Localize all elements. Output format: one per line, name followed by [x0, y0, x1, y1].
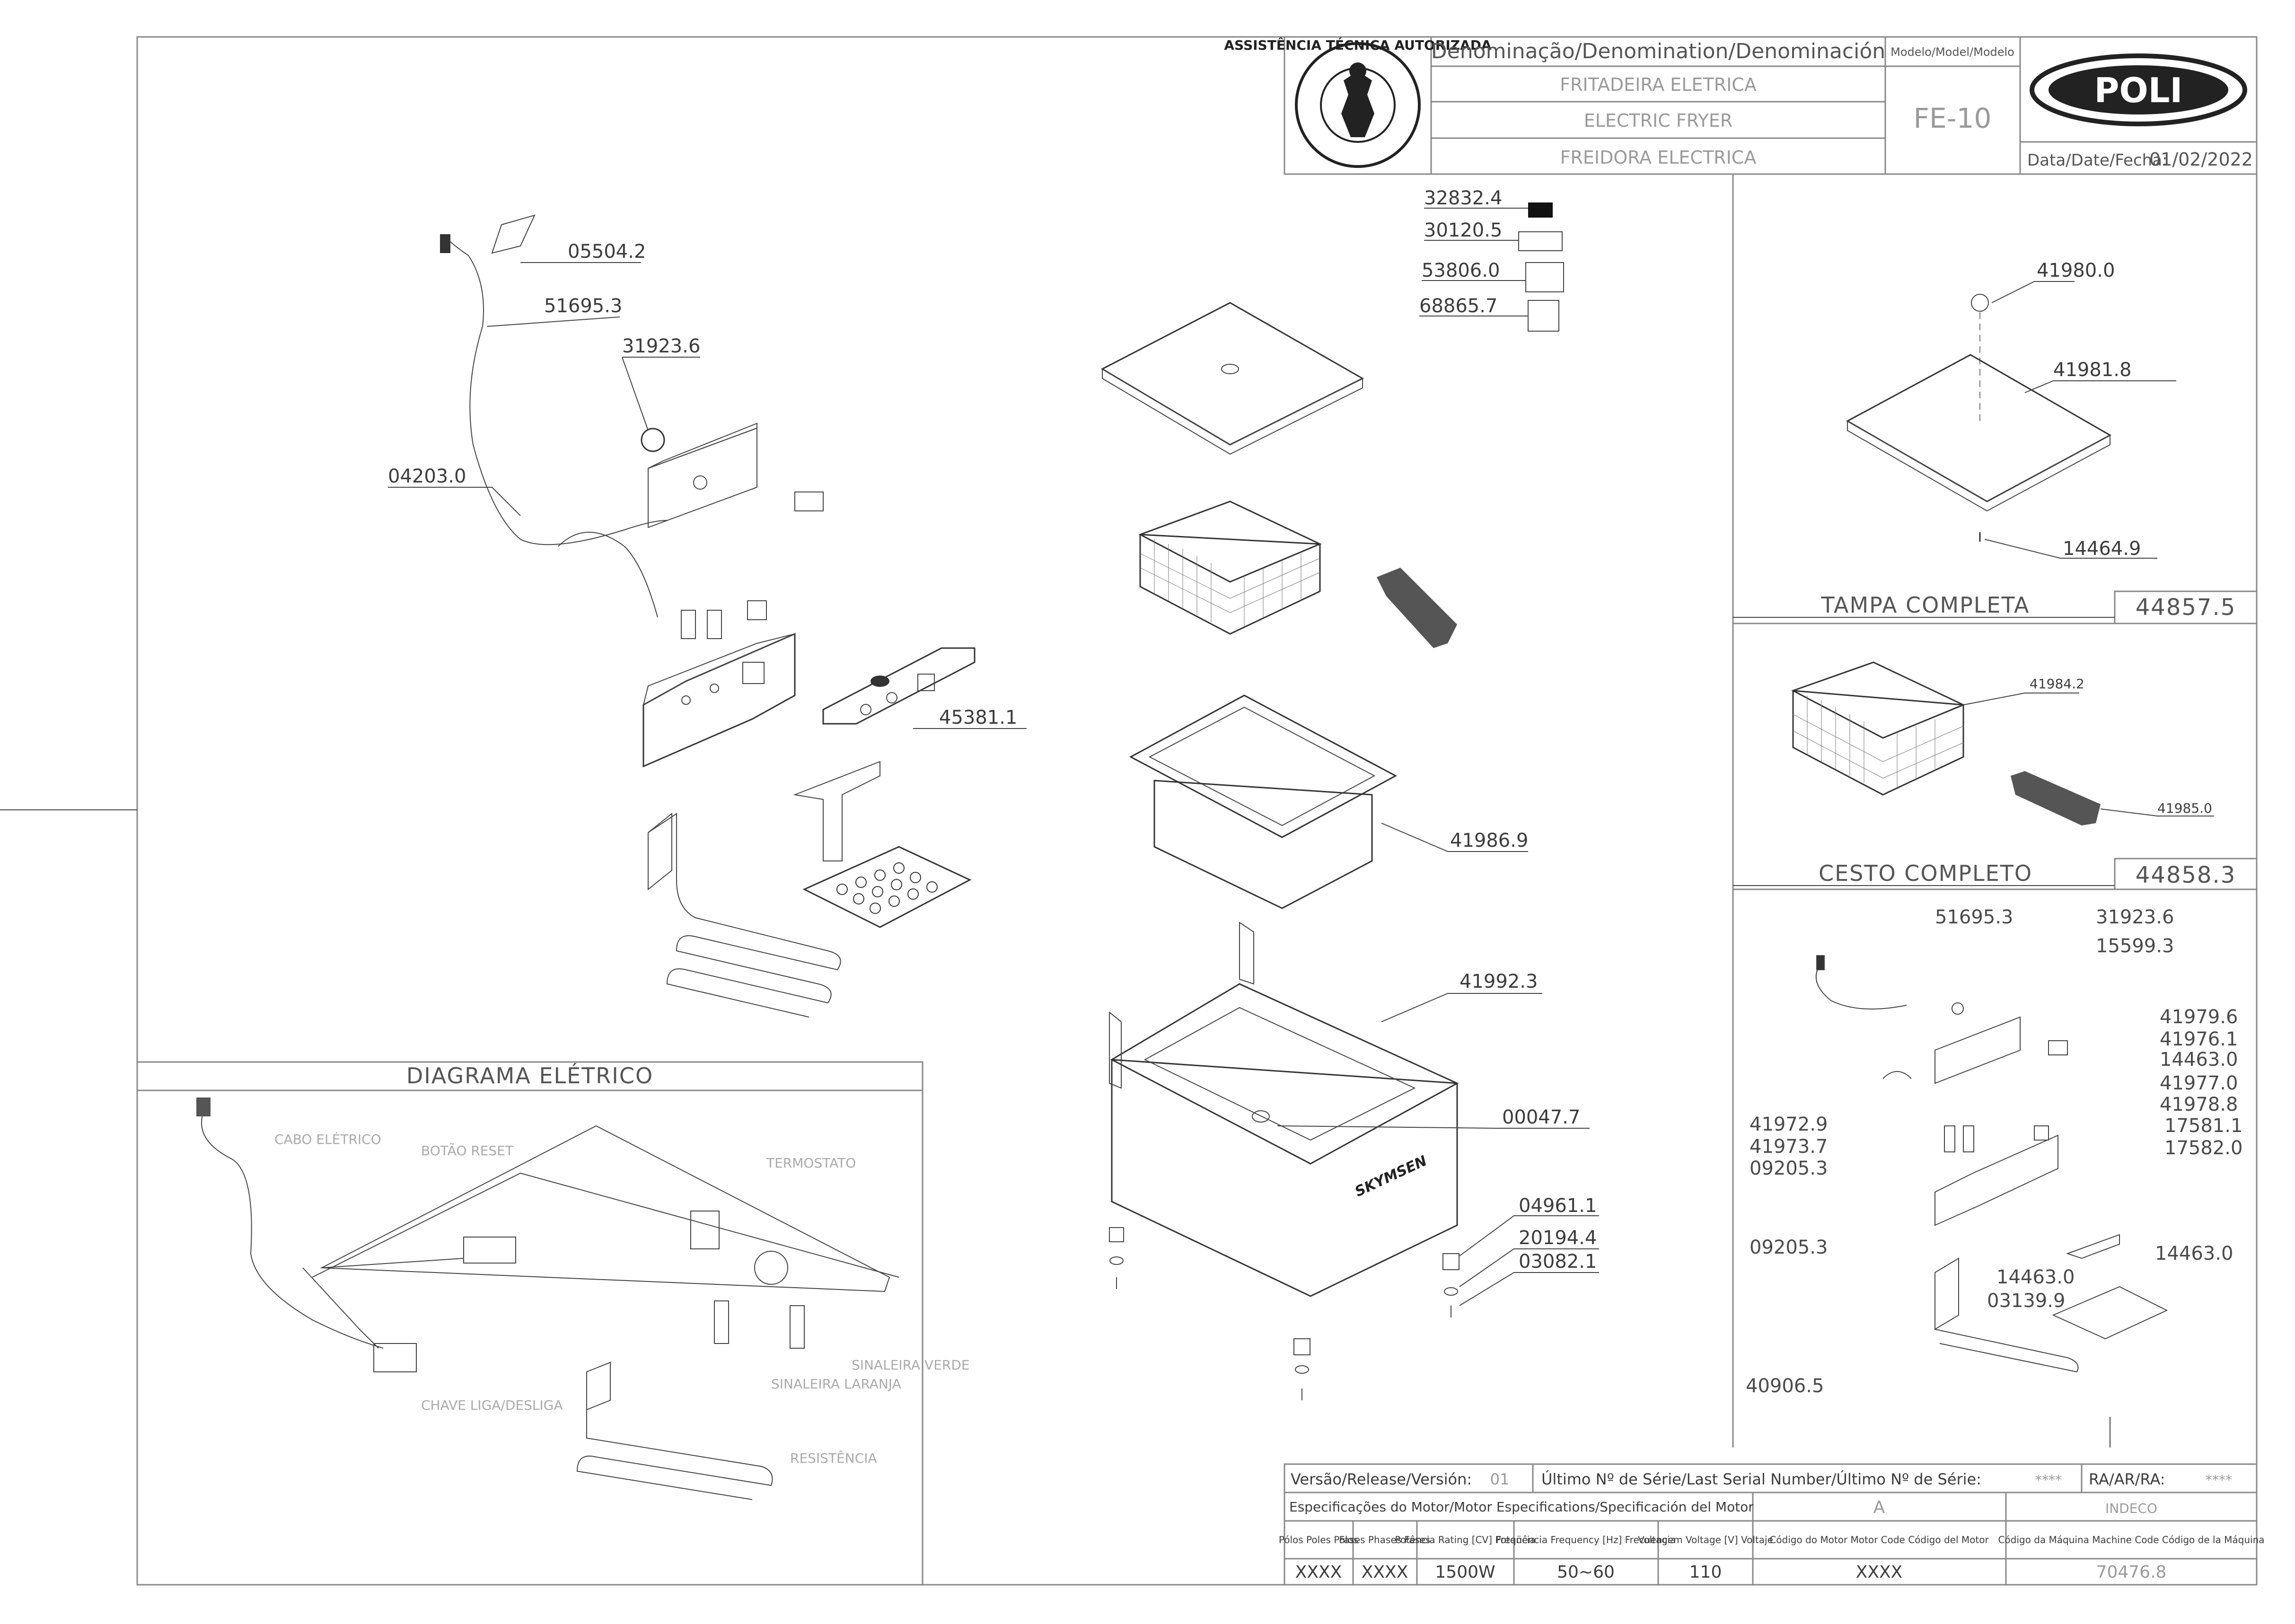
svg-text:15599.3: 15599.3: [2096, 935, 2174, 957]
center-parts: 41986.9 SKYMSEN 41992.3 00047.7 04961.1 …: [1100, 302, 1599, 1400]
part-03082: 03082.1: [1519, 1251, 1597, 1273]
svg-text:Código da Máquina Machine Code: Código da Máquina Machine Code Código de…: [1998, 1534, 2264, 1545]
svg-text:A: A: [1873, 1498, 1885, 1517]
svg-text:XXXX: XXXX: [1856, 1563, 1903, 1582]
svg-text:RA/AR/RA:: RA/AR/RA:: [2089, 1470, 2165, 1488]
product-name-pt: FRITADEIRA ELETRICA: [1560, 74, 1757, 95]
svg-text:17581.1: 17581.1: [2164, 1115, 2242, 1137]
cesto-title: CESTO COMPLETO: [1819, 860, 2032, 886]
svg-text:17582.0: 17582.0: [2164, 1137, 2242, 1159]
svg-text:14463.0: 14463.0: [2160, 1049, 2238, 1071]
svg-text:ASSISTÊNCIA TÉCNICA AUTORIZADA: ASSISTÊNCIA TÉCNICA AUTORIZADA: [1224, 37, 1492, 53]
cesto-part-41984: 41984.2: [2030, 676, 2084, 692]
label-stickers: 32832.4 30120.5 53806.0 68865.7: [1419, 187, 1564, 332]
svg-text:Especificações do Motor/Motor: Especificações do Motor/Motor Especifica…: [1289, 1499, 1754, 1515]
wiring-diagram: DIAGRAMA ELÉTRICO CABO ELÉTRICO BOTÃO RE…: [136, 1061, 970, 1586]
svg-text:14463.0: 14463.0: [1996, 1266, 2075, 1288]
svg-text:110: 110: [1689, 1563, 1722, 1582]
svg-text:POLI: POLI: [2094, 70, 2183, 110]
cesto-part-41985: 41985.0: [2157, 800, 2212, 816]
svg-text:XXXX: XXXX: [1362, 1563, 1408, 1582]
part-68865: 68865.7: [1419, 295, 1497, 317]
svg-text:Último Nº de Série/Last Serial: Último Nº de Série/Last Serial Number/Úl…: [1541, 1470, 1981, 1488]
part-51695: 51695.3: [544, 295, 622, 317]
svg-text:01: 01: [1490, 1470, 1510, 1488]
svg-text:03139.9: 03139.9: [1987, 1290, 2065, 1312]
svg-text:51695.3: 51695.3: [1935, 906, 2013, 928]
svg-text:Fases Phases Fases: Fases Phases Fases: [1339, 1534, 1431, 1545]
poli-logo: POLI: [2030, 53, 2247, 126]
svg-text:50~60: 50~60: [1557, 1563, 1615, 1582]
wiring-title: DIAGRAMA ELÉTRICO: [406, 1063, 653, 1089]
sheet-border: [136, 36, 2258, 1586]
part-45381: 45381.1: [939, 707, 1017, 729]
wiring-chave: CHAVE LIGA/DESLIGA: [421, 1397, 563, 1413]
tampa-code: 44857.5: [2136, 594, 2236, 621]
authorized-service-seal: ASSISTÊNCIA TÉCNICA AUTORIZADA: [1224, 37, 1492, 168]
svg-text:Freqüência Frequency [Hz] Frec: Freqüência Frequency [Hz] Frecuencia: [1496, 1534, 1676, 1545]
svg-text:1500W: 1500W: [1435, 1563, 1495, 1582]
svg-text:09205.3: 09205.3: [1750, 1158, 1828, 1179]
tampa-title: TAMPA COMPLETA: [1820, 592, 2030, 618]
date-label: Data/Date/Fecha:: [2027, 151, 2168, 170]
part-31923: 31923.6: [622, 335, 700, 357]
svg-text:XXXX: XXXX: [1295, 1563, 1342, 1582]
svg-text:31923.6: 31923.6: [2096, 906, 2174, 928]
left-electrical-parts: 05504.2 51695.3 31923.6 04203.0 45381.1: [388, 214, 1027, 1018]
part-00047: 00047.7: [1502, 1106, 1580, 1128]
date-value: 01/02/2022: [2149, 149, 2253, 170]
svg-text:Versão/Release/Versión:: Versão/Release/Versión:: [1291, 1470, 1472, 1488]
wiring-sin-laranja: SINALEIRA LARANJA: [771, 1376, 901, 1392]
model-value: FE-10: [1914, 102, 1992, 134]
svg-text:41977.0: 41977.0: [2160, 1072, 2238, 1094]
svg-text:Potência Rating [CV] Potencia: Potência Rating [CV] Potencia: [1395, 1534, 1535, 1545]
svg-text:Pólos Poles Polos: Pólos Poles Polos: [1279, 1534, 1358, 1545]
svg-text:41973.7: 41973.7: [1750, 1136, 1828, 1158]
part-04961: 04961.1: [1519, 1195, 1597, 1217]
wiring-botao: BOTÃO RESET: [421, 1143, 514, 1159]
product-name-en: ELECTRIC FRYER: [1584, 110, 1733, 131]
title-block: ASSISTÊNCIA TÉCNICA AUTORIZADA Denominaç…: [1224, 36, 2258, 175]
part-05504: 05504.2: [568, 241, 646, 263]
skymsen-logo: SKYMSEN: [1353, 1152, 1430, 1200]
svg-text:41979.6: 41979.6: [2160, 1006, 2238, 1028]
wiring-termostato: TERMOSTATO: [766, 1155, 856, 1171]
svg-text:INDECO: INDECO: [2105, 1501, 2157, 1516]
svg-text:****: ****: [2035, 1472, 2062, 1488]
cesto-code: 44858.3: [2136, 862, 2236, 888]
svg-text:****: ****: [2206, 1472, 2232, 1488]
svg-text:41972.9: 41972.9: [1750, 1114, 1828, 1135]
svg-text:41976.1: 41976.1: [2160, 1028, 2238, 1050]
svg-text:14463.0: 14463.0: [2155, 1243, 2233, 1264]
svg-text:70476.8: 70476.8: [2096, 1563, 2167, 1582]
wiring-cabo: CABO ELÉTRICO: [274, 1131, 381, 1147]
part-04203: 04203.0: [388, 465, 466, 487]
wiring-sin-verde: SINALEIRA VERDE: [852, 1357, 970, 1373]
svg-text:Código do Motor Motor Code Cód: Código do Motor Motor Code Código del Mo…: [1769, 1534, 1989, 1545]
model-label: Modelo/Model/Modelo: [1891, 45, 2014, 59]
part-30120: 30120.5: [1424, 219, 1502, 241]
part-41992: 41992.3: [1460, 971, 1538, 992]
svg-text:09205.3: 09205.3: [1750, 1237, 1828, 1258]
part-20194: 20194.4: [1519, 1227, 1597, 1249]
product-name-es: FREIDORA ELECTRICA: [1560, 147, 1757, 168]
tampa-part-41980: 41980.0: [2037, 260, 2115, 281]
tampa-part-41981: 41981.8: [2053, 359, 2131, 381]
part-32832: 32832.4: [1424, 187, 1502, 209]
svg-text:40906.5: 40906.5: [1746, 1375, 1824, 1397]
part-53806: 53806.0: [1422, 260, 1500, 281]
tampa-part-14464: 14464.9: [2063, 538, 2141, 560]
elec-assembly-codes: 51695.3 31923.6 15599.3 41979.6 41976.1 …: [1746, 906, 2242, 1397]
svg-text:Voltagem Voltage [V] Voltaje: Voltagem Voltage [V] Voltaje: [1638, 1534, 1773, 1545]
svg-text:41978.8: 41978.8: [2160, 1094, 2238, 1115]
footer-table: Versão/Release/Versión: 01 Último Nº de …: [1279, 1463, 2265, 1586]
wiring-resistencia: RESISTÊNCIA: [790, 1450, 877, 1466]
part-41986: 41986.9: [1450, 830, 1528, 852]
denomination-label: Denominação/Denomination/Denominación: [1431, 39, 1885, 63]
right-panels: 41980.0 41981.8 14464.9 TAMPA COMPLETA 4…: [1732, 174, 2258, 1448]
